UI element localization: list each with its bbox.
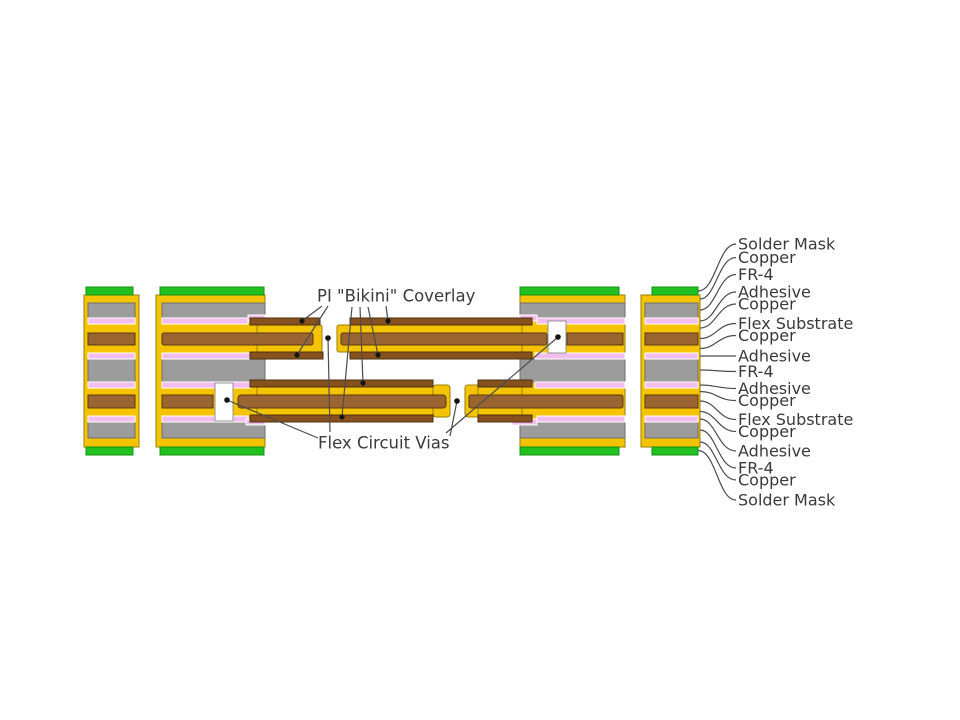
layer-adhesive (161, 415, 249, 423)
via-dot (325, 335, 331, 341)
solder-mask-bottom-d (651, 446, 699, 456)
coverlay-dot (294, 352, 300, 358)
fr4-layers (87, 302, 699, 439)
layer-label-copper: Copper (738, 326, 796, 345)
layer-label-fr4: FR-4 (738, 459, 774, 478)
layer-label-solder-mask: Solder Mask (738, 235, 836, 254)
layer-fr4 (519, 358, 626, 383)
via-dot (224, 397, 230, 403)
layer-adhesive (534, 352, 626, 360)
layer-adhesive (161, 381, 251, 389)
coverlay-strip (249, 317, 321, 326)
layer-label-solder-mask: Solder Mask (738, 491, 836, 510)
layer-label-copper: Copper (738, 248, 796, 267)
coverlay-dot (299, 318, 305, 324)
coverlay-strip (477, 414, 533, 423)
layer-adhesive (644, 415, 699, 423)
layer-flex-substrate (566, 332, 624, 346)
coverlay-strip (477, 379, 533, 388)
layer-fr4 (161, 358, 266, 383)
flex-core-top-right (340, 332, 548, 346)
layer-adhesive (87, 352, 136, 360)
via-dot (454, 398, 460, 404)
layer-adhesive (87, 381, 136, 389)
layer-adhesive (644, 317, 699, 325)
leader-dots (224, 318, 561, 420)
solder-mask-top-b (159, 286, 265, 296)
layer-adhesive (536, 415, 626, 423)
coverlay-dot (360, 380, 366, 386)
layer-label-fr4: FR-4 (738, 265, 774, 284)
flex-core-bottom-right (468, 394, 624, 409)
coverlay-annotation-label: PI "Bikini" Coverlay (317, 287, 476, 306)
layer-adhesive (87, 415, 136, 423)
layer-adhesive (161, 317, 249, 325)
coverlay-dot (339, 414, 345, 420)
layer-callout-lines (697, 243, 737, 501)
layer-label-copper: Copper (738, 422, 796, 441)
solder-mask-top-c (519, 286, 620, 296)
layer-adhesive (644, 352, 699, 360)
coverlay-strip (349, 351, 533, 360)
layer-label-adhesive: Adhesive (738, 283, 811, 302)
solder-mask-top-d (651, 286, 699, 296)
layer-flex-substrate (161, 394, 214, 409)
layer-label-copper: Copper (738, 391, 796, 410)
layer-fr4 (644, 358, 699, 383)
layer-label-flex-substrate: Flex Substrate (738, 314, 853, 333)
layer-adhesive (644, 381, 699, 389)
flex-core-top-left (161, 332, 314, 346)
solder-mask-top-a (85, 286, 134, 296)
solder-mask-bottom-a (85, 446, 134, 456)
vias-leader-lines (226, 336, 559, 439)
coverlay-dot (385, 318, 391, 324)
flex-core-bottom-left (237, 394, 447, 409)
solder-mask-bottom-b (159, 446, 265, 456)
layer-adhesive (534, 381, 626, 389)
layer-label-adhesive: Adhesive (738, 347, 811, 366)
layer-fr4 (87, 421, 136, 439)
vias-annotation-label: Flex Circuit Vias (318, 434, 450, 453)
layer-fr4 (87, 302, 136, 319)
coverlay-strip (249, 379, 434, 388)
layer-adhesive (161, 352, 251, 360)
layer-label-flex-substrate: Flex Substrate (738, 410, 853, 429)
layer-callout-labels: Solder Mask Copper FR-4 Adhesive Copper … (738, 235, 853, 510)
layer-adhesive (87, 317, 136, 325)
layer-label-copper: Copper (738, 295, 796, 314)
coverlay-strip (349, 317, 533, 326)
layer-label-adhesive: Adhesive (738, 442, 811, 461)
coverlay-leader-lines (296, 305, 389, 418)
flex-substrate-layers (87, 332, 699, 409)
via-dot (555, 334, 561, 340)
layer-label-copper: Copper (738, 471, 796, 490)
layer-flex-substrate (87, 332, 136, 346)
layer-fr4 (644, 421, 699, 439)
layer-fr4 (87, 358, 136, 383)
layer-label-adhesive: Adhesive (738, 379, 811, 398)
solder-mask-bottom-c (519, 446, 620, 456)
layer-fr4 (644, 302, 699, 319)
layer-flex-substrate (87, 394, 136, 409)
layer-label-fr4: FR-4 (738, 362, 774, 381)
coverlay-dot (375, 352, 381, 358)
layer-flex-substrate (644, 394, 699, 409)
layer-flex-substrate (644, 332, 699, 346)
coverlay-strip (249, 351, 324, 360)
